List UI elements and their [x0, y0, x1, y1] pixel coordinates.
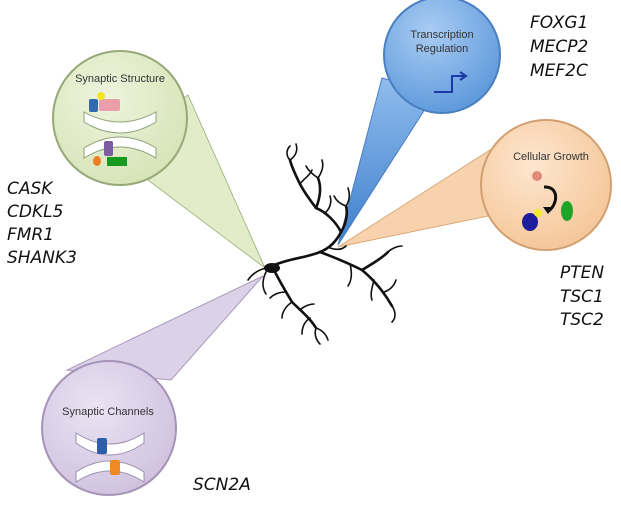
ion-channel-icon	[75, 432, 145, 483]
gene-label: CASK	[7, 179, 54, 199]
transcription-regulation-bubble	[383, 0, 501, 114]
gene-label: FMR1	[7, 225, 54, 245]
gene-label: SCN2A	[193, 475, 251, 495]
synaptic-channels-bubble	[41, 360, 177, 496]
cellular-growth-bubble	[480, 119, 612, 251]
transcription-regulation-title-line2: Regulation	[416, 43, 469, 55]
gene-label: FOXG1	[530, 13, 588, 33]
gene-label: MEF2C	[530, 61, 588, 81]
gene-label: SHANK3	[7, 248, 77, 268]
cellular-growth-title: Cellular Growth	[513, 151, 589, 163]
neuron-drawing	[247, 143, 403, 345]
transcription-start-arrow-icon	[434, 71, 468, 93]
synaptic-structure-title: Synaptic Structure	[75, 73, 165, 85]
gene-label: PTEN	[560, 263, 604, 283]
gene-label: TSC1	[560, 287, 604, 307]
gene-label: TSC2	[560, 310, 604, 330]
growth-signaling-icon	[522, 171, 573, 231]
synapse-structure-icon	[83, 92, 157, 166]
synaptic-channels-title: Synaptic Channels	[62, 406, 154, 418]
gene-label: MECP2	[530, 37, 588, 57]
gene-label: CDKL5	[7, 202, 63, 222]
transcription-regulation-title-line1: Transcription	[410, 29, 473, 41]
